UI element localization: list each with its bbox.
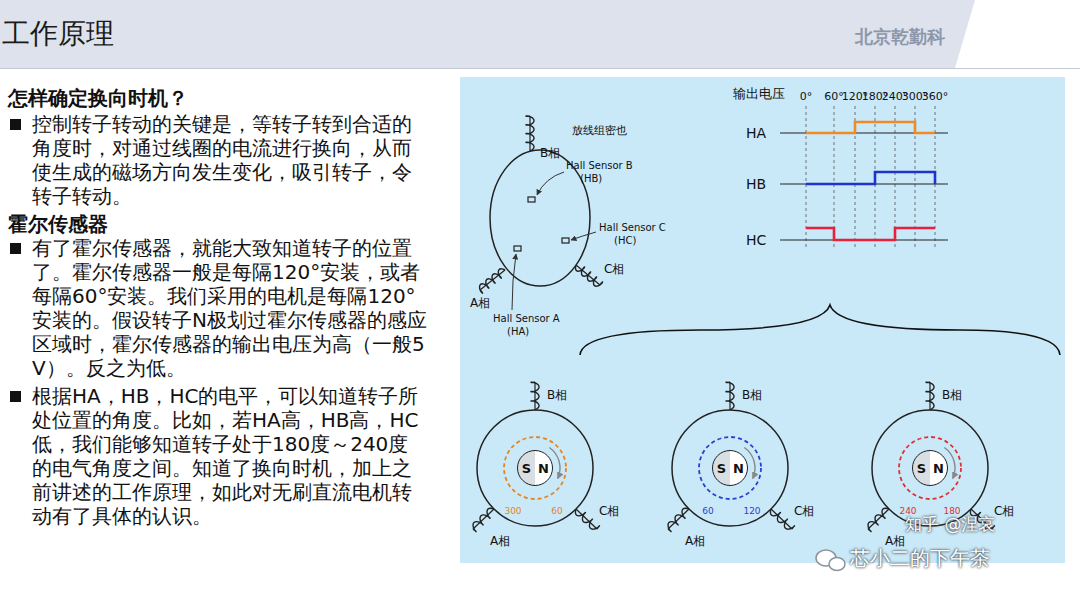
title-bar (0, 0, 1080, 68)
phase-label: C相 (604, 262, 624, 276)
rotation-ring (699, 437, 761, 499)
phase-label: B相 (547, 388, 567, 402)
slide-title: 工作原理 (2, 17, 114, 51)
phase-coil (770, 509, 794, 529)
phase-label: C相 (994, 504, 1014, 518)
coil-lead (576, 509, 597, 529)
watermark: 北京乾勤科 (855, 26, 945, 48)
phase-coil (526, 116, 534, 151)
phase-coil (473, 508, 494, 531)
hall-waveform (806, 122, 935, 133)
angle-mark: 60 (551, 506, 562, 517)
sensor-label: (HA) (507, 326, 529, 338)
leader-line (512, 254, 516, 310)
magnet-pole: S (713, 461, 730, 476)
motor-group (477, 410, 988, 526)
rotation-ring (899, 437, 961, 499)
bullet-square (10, 391, 21, 402)
degree-label: 60° (824, 90, 844, 103)
watermark: 芯小二的下午茶 (850, 546, 990, 570)
phase-label: C相 (794, 504, 814, 518)
phase-coil (926, 382, 934, 410)
bullet-text: 控制转子转动的关键是，等转子转到合适的角度时，对通过线圈的电流进行换向，从而使生… (32, 112, 427, 208)
hall-waveform (806, 172, 935, 184)
rotation-ring (504, 437, 566, 499)
hall-chart (780, 106, 948, 250)
sensor-label: (HB) (580, 173, 602, 185)
angle-mark: 60 (702, 506, 713, 517)
magnet-pole: S (913, 461, 930, 476)
hall-sensor (562, 238, 569, 243)
degree-label: 360° (922, 90, 949, 103)
bullet-text: 根据HA，HB，HC的电平，可以知道转子所处位置的角度。比如，若HA高，HB高，… (32, 384, 427, 528)
sensor-label: Hall Sensor A (493, 313, 560, 325)
angle-mark: 300 (504, 506, 521, 517)
sensor-label: (HC) (614, 235, 636, 247)
coil-lead (729, 382, 730, 410)
section-heading: 霍尔传感器 (8, 212, 108, 236)
brace (580, 305, 1060, 355)
coil-lead (668, 509, 689, 529)
coil-lead (473, 509, 494, 529)
magnet-pole: N (730, 461, 747, 476)
phase-coil (575, 509, 599, 529)
bullet-square (10, 119, 21, 130)
phase-label: B相 (942, 388, 962, 402)
bullet-text: 有了霍尔传感器，就能大致知道转子的位置了。霍尔传感器一般是每隔120°安装，或者… (32, 236, 427, 380)
rotor-magnet: SN (517, 450, 553, 486)
magnet-pole: S (518, 461, 535, 476)
magnet-pole: N (535, 461, 552, 476)
leader-line (537, 172, 564, 195)
leader-line (571, 232, 596, 240)
signal-name: HA (746, 125, 766, 142)
section-heading: 怎样确定换向时机？ (8, 86, 188, 110)
phase-coil (868, 508, 889, 531)
title-corner (955, 0, 1080, 68)
phase-label: B相 (742, 388, 762, 402)
coil-lead (868, 509, 889, 529)
hall-waveform (806, 228, 935, 240)
coil-lead (771, 509, 792, 529)
note-text: 放线组密也 (572, 124, 627, 137)
watermark: 知乎 @涅哀 (905, 514, 995, 534)
figure-panel (460, 77, 1065, 563)
axis-title: 输出电压 (733, 86, 785, 102)
wechat-icon (829, 558, 845, 571)
phase-coil (531, 382, 539, 410)
hall-sensor (514, 246, 521, 251)
title-rule (0, 68, 1080, 69)
phase-coil (575, 265, 602, 286)
coil-group (473, 116, 995, 532)
hall-sensor (528, 197, 535, 202)
signal-name: HC (746, 232, 766, 249)
phase-coil (668, 508, 689, 531)
phase-label: A相 (470, 296, 490, 310)
phase-coil (480, 269, 505, 293)
coil-lead (929, 382, 930, 410)
stator-outline (672, 410, 788, 526)
coil-lead (534, 382, 535, 410)
sensor-label: Hall Sensor B (566, 160, 633, 172)
rotor-magnet: SN (712, 450, 748, 486)
signal-name: HB (746, 176, 766, 193)
phase-label: B相 (540, 146, 560, 160)
rotor-magnet: SN (912, 450, 948, 486)
stator-outline (477, 410, 593, 526)
phase-label: A相 (490, 534, 510, 548)
degree-label: 0° (800, 90, 813, 103)
angle-mark: 120 (743, 506, 760, 517)
phase-coil (726, 382, 734, 410)
stator-outline (872, 410, 988, 526)
sensor-label: Hall Sensor C (599, 222, 666, 234)
phase-label: A相 (685, 534, 705, 548)
phase-label: C相 (599, 504, 619, 518)
bullet-square (10, 243, 21, 254)
magnet-pole: N (930, 461, 947, 476)
